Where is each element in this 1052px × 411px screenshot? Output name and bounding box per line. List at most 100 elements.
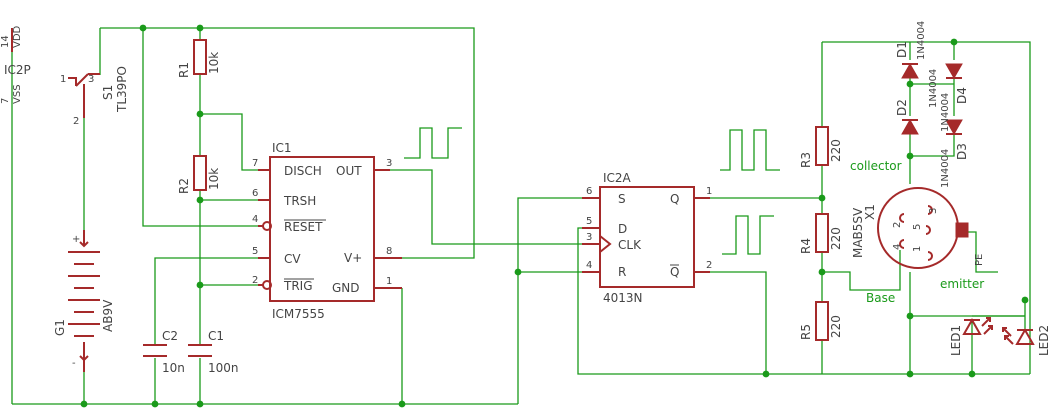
diode-d4	[945, 63, 963, 80]
svg-text:5: 5	[586, 216, 592, 227]
svg-text:D3: D3	[955, 143, 969, 160]
svg-text:4: 4	[252, 214, 258, 225]
svg-text:G1: G1	[53, 319, 67, 336]
diode-d2: D2	[895, 99, 919, 135]
connector-x1: 2 4 1 3 5 MAB5SV X1 PE	[851, 187, 985, 269]
svg-text:AB9V: AB9V	[101, 299, 115, 332]
svg-text:+: +	[72, 234, 80, 245]
svg-text:5: 5	[252, 246, 258, 257]
svg-text:2: 2	[706, 260, 712, 271]
svg-text:1N4004: 1N4004	[916, 21, 927, 60]
resistor-r4: R4 220	[799, 213, 843, 254]
svg-text:IC2P: IC2P	[4, 63, 31, 77]
net-labels: collector emitter Base	[850, 159, 984, 305]
resistor-r5: R5 220	[799, 301, 843, 341]
svg-text:TRSH: TRSH	[283, 194, 316, 208]
svg-text:4: 4	[892, 244, 903, 250]
svg-text:R4: R4	[799, 238, 813, 254]
svg-text:1: 1	[60, 74, 66, 85]
svg-text:R3: R3	[799, 152, 813, 168]
led1: LED1	[949, 317, 993, 356]
svg-text:220: 220	[829, 315, 843, 338]
svg-text:6: 6	[586, 186, 592, 197]
svg-text:1: 1	[912, 246, 923, 252]
svg-text:8: 8	[386, 246, 392, 257]
svg-text:3: 3	[586, 232, 592, 243]
svg-text:Q: Q	[670, 192, 679, 206]
svg-text:VDD: VDD	[12, 25, 23, 48]
svg-text:4013N: 4013N	[603, 291, 643, 305]
svg-text:LED2: LED2	[1037, 325, 1051, 356]
svg-text:D: D	[618, 222, 627, 236]
svg-text:1N4004: 1N4004	[940, 93, 951, 132]
svg-text:5: 5	[912, 224, 923, 230]
svg-text:3: 3	[88, 74, 94, 85]
ic2p-power-pins: 14 VDD IC2P 7 VSS	[0, 25, 31, 104]
resistor-r3: R3 220	[799, 126, 843, 168]
svg-text:2: 2	[892, 222, 903, 228]
svg-text:14: 14	[0, 35, 11, 48]
svg-text:1N4004: 1N4004	[928, 69, 939, 108]
svg-text:7: 7	[0, 98, 11, 104]
svg-text:Base: Base	[866, 291, 895, 305]
battery-g1: + - G1 AB9V	[53, 230, 115, 372]
svg-text:6: 6	[252, 188, 258, 199]
svg-text:R1: R1	[177, 62, 191, 78]
svg-text:TRIG: TRIG	[283, 279, 313, 293]
svg-text:D1: D1	[895, 41, 909, 58]
svg-text:TL39PO: TL39PO	[115, 66, 129, 113]
wires	[11, 27, 1031, 405]
svg-text:2: 2	[73, 116, 79, 127]
svg-text:collector: collector	[850, 159, 902, 173]
switch-s1: 1 3 2 S1 TL39PO	[60, 66, 129, 127]
svg-text:10n: 10n	[162, 361, 185, 375]
svg-text:GND: GND	[332, 281, 360, 295]
svg-text:ICM7555: ICM7555	[272, 307, 325, 321]
led2: LED2	[1002, 325, 1051, 356]
diode-d3: D3	[945, 119, 969, 160]
capacitor-c2: C2 10n	[143, 329, 185, 375]
svg-text:CV: CV	[284, 252, 301, 266]
svg-text:Q: Q	[670, 265, 679, 279]
svg-text:MAB5SV: MAB5SV	[851, 207, 865, 258]
svg-text:D2: D2	[895, 99, 909, 116]
svg-text:1: 1	[706, 186, 712, 197]
svg-text:3: 3	[386, 158, 392, 169]
ic2a-flipflop: IC2A 4013N S D CLK R Q Q 6 5 3 4 1 2	[582, 171, 712, 305]
svg-text:C1: C1	[208, 329, 224, 343]
svg-text:S1: S1	[101, 85, 115, 100]
svg-text:7: 7	[252, 158, 258, 169]
svg-text:-: -	[72, 358, 76, 369]
svg-text:D4: D4	[955, 87, 969, 104]
svg-text:X1: X1	[863, 204, 877, 220]
diode-d1: D1	[895, 41, 919, 79]
svg-text:VSS: VSS	[12, 84, 23, 104]
resistor-r1: R1 10k	[177, 39, 221, 78]
svg-text:4: 4	[586, 260, 592, 271]
svg-text:R5: R5	[799, 324, 813, 340]
svg-text:CLK: CLK	[618, 238, 642, 252]
capacitor-c1: C1 100n	[188, 329, 239, 375]
svg-text:R: R	[618, 265, 626, 279]
svg-text:1: 1	[386, 276, 392, 287]
resistor-r2: R2 10k	[177, 155, 221, 194]
svg-text:OUT: OUT	[336, 164, 362, 178]
svg-text:3: 3	[928, 208, 939, 214]
waveform-annotations	[404, 127, 780, 255]
svg-text:220: 220	[829, 139, 843, 162]
svg-text:IC2A: IC2A	[603, 171, 632, 185]
svg-text:1N4004: 1N4004	[940, 149, 951, 188]
svg-text:PE: PE	[974, 254, 985, 266]
svg-text:RESET: RESET	[284, 220, 323, 234]
ic1-timer: IC1 ICM7555 DISCH TRSH RESET CV TRIG OUT…	[252, 141, 402, 321]
svg-text:S: S	[618, 192, 626, 206]
svg-text:10k: 10k	[207, 168, 221, 190]
diode-labels: 1N4004 1N4004 1N4004 1N4004 D4	[916, 21, 969, 188]
svg-text:IC1: IC1	[272, 141, 292, 155]
junction-dots	[80, 24, 1029, 408]
svg-text:220: 220	[829, 227, 843, 250]
svg-text:R2: R2	[177, 178, 191, 194]
svg-text:10k: 10k	[207, 52, 221, 74]
svg-text:100n: 100n	[208, 361, 239, 375]
